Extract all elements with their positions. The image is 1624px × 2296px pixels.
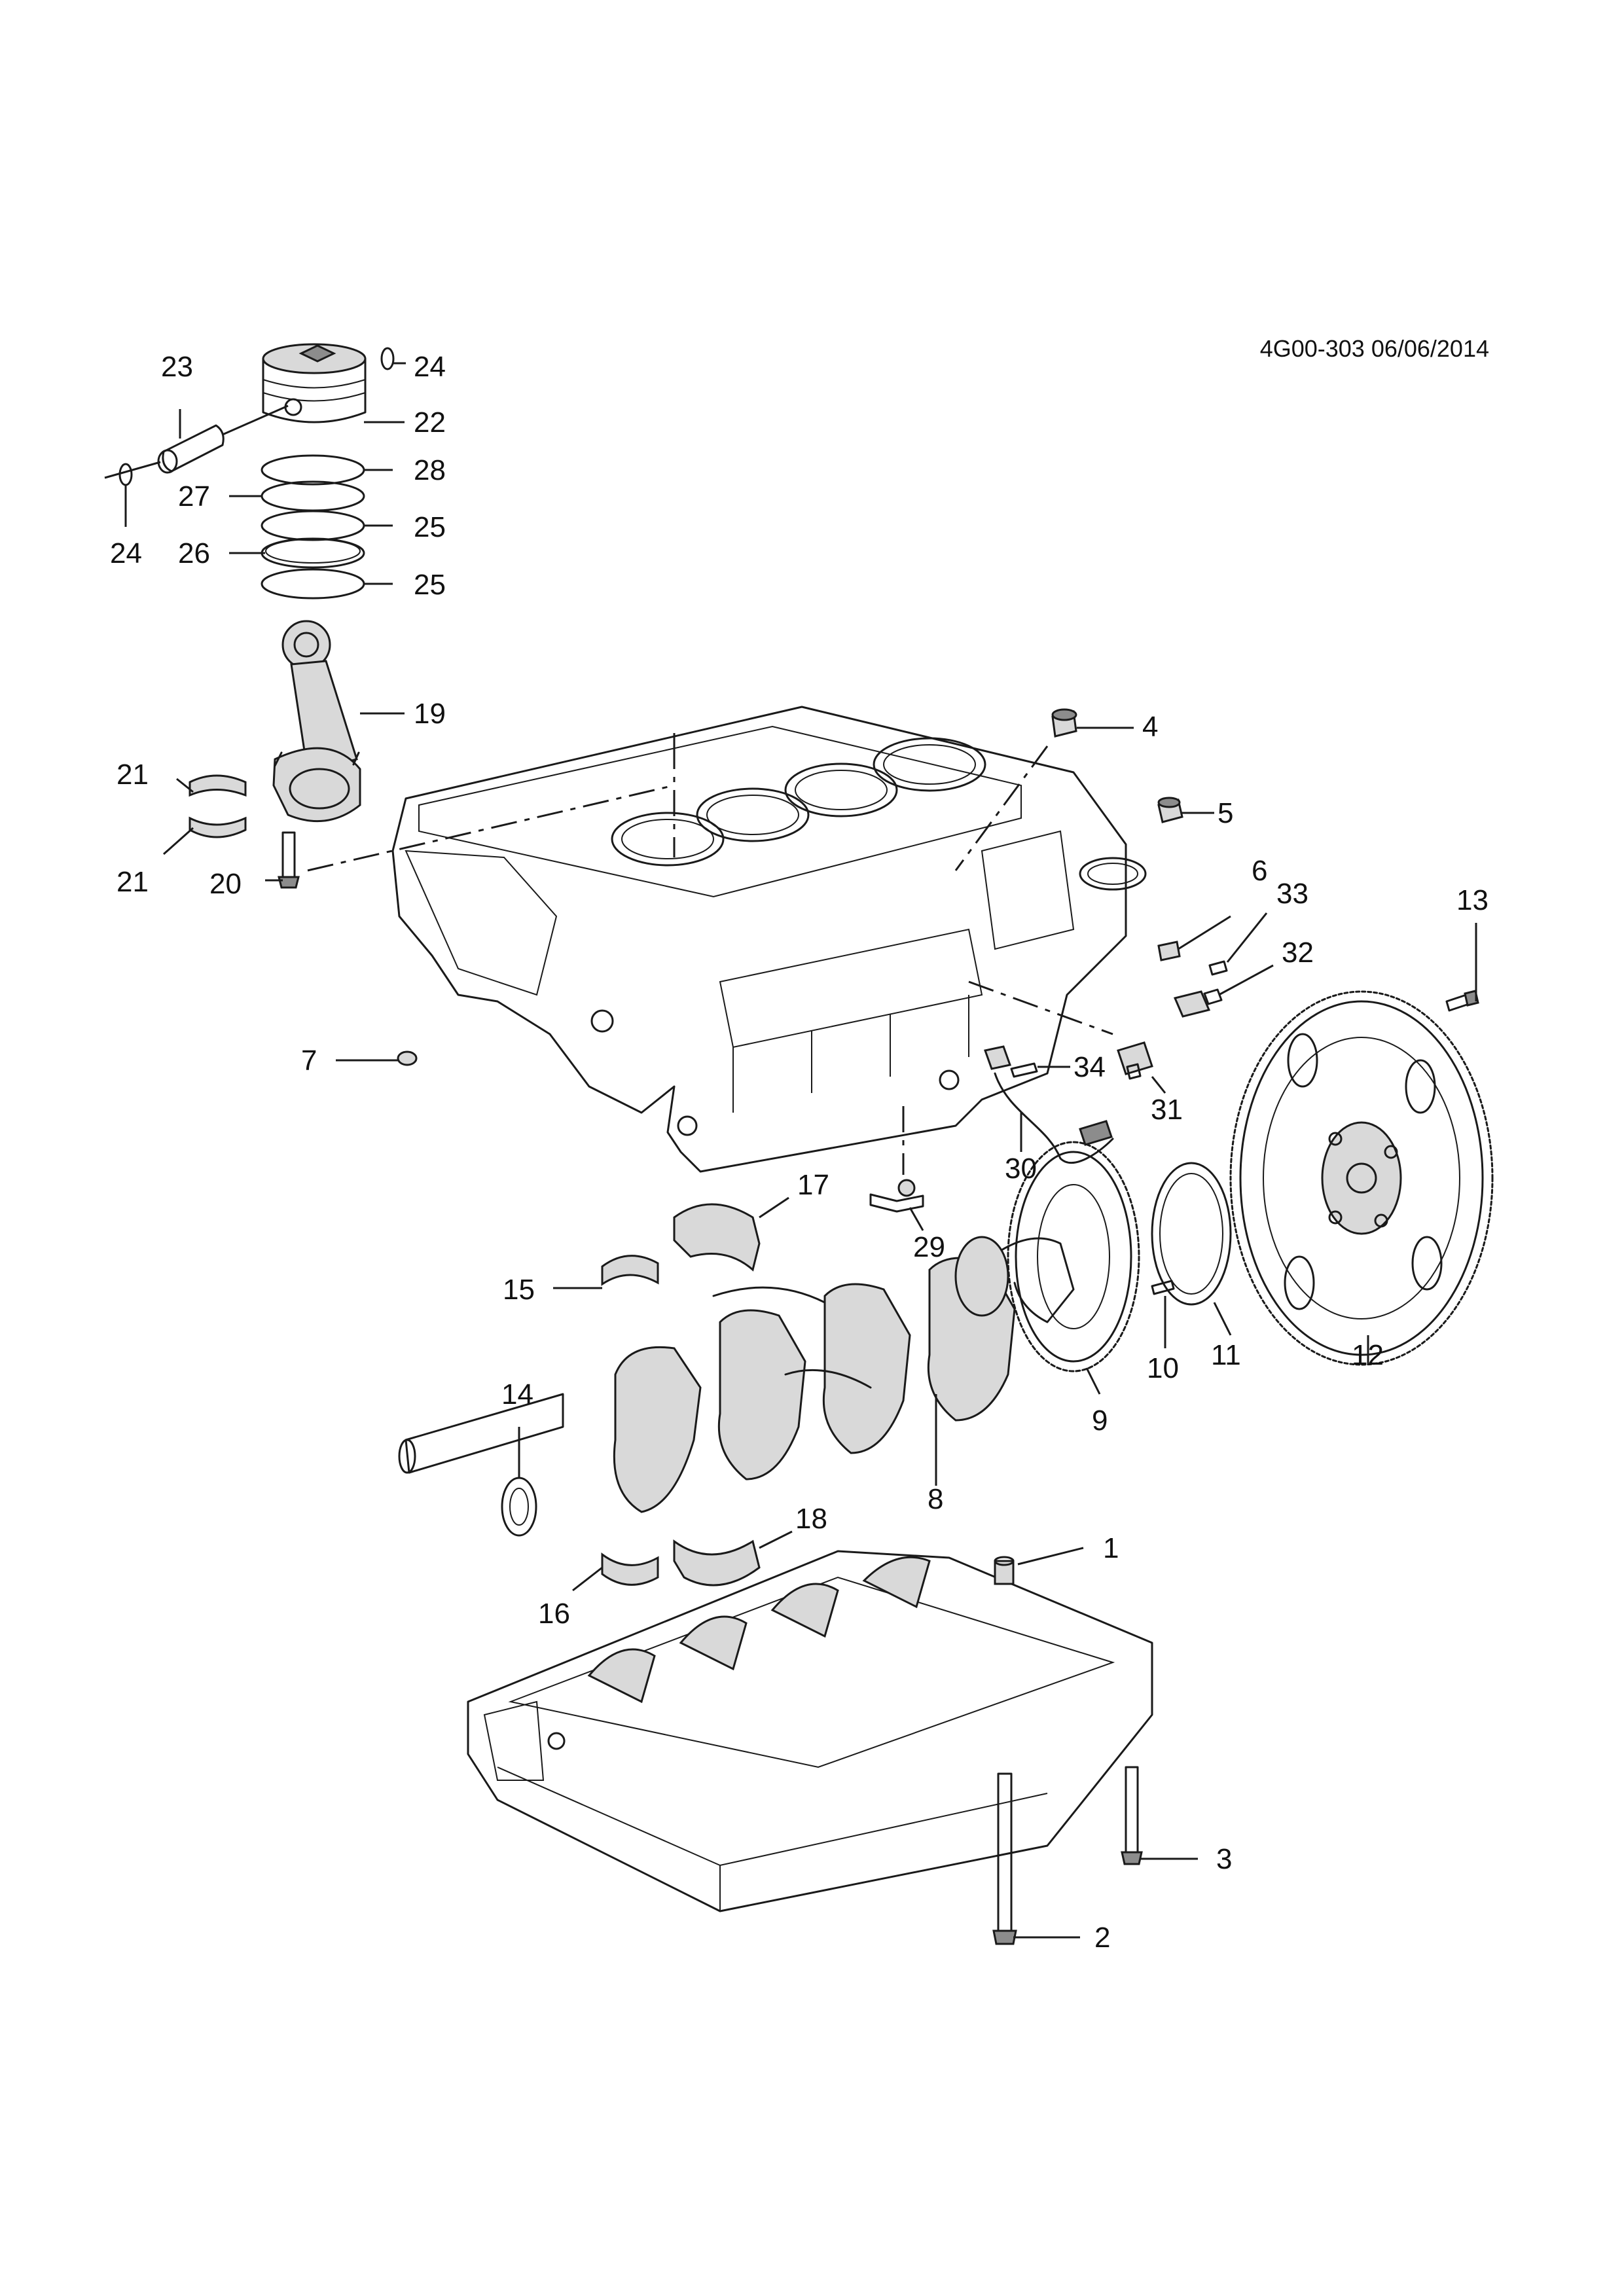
main-bearing-16 <box>601 1552 659 1586</box>
main-bearing-15 <box>601 1255 659 1286</box>
block-plug-7 <box>397 1050 418 1066</box>
callout-16: 16 <box>538 1598 570 1630</box>
callout-14: 14 <box>501 1378 533 1410</box>
main-bearing-18 <box>673 1539 761 1587</box>
reluctor-ring <box>1007 1141 1140 1372</box>
reluctor-ring-bolt <box>1151 1280 1175 1295</box>
callout-23: 23 <box>161 351 193 383</box>
callout-17: 17 <box>797 1169 829 1201</box>
connecting-rod-bearings <box>189 774 247 838</box>
main-bearing-17 <box>673 1203 761 1272</box>
connecting-rod <box>272 620 361 823</box>
piston-pin-clip-top <box>380 347 395 370</box>
crankshaft <box>398 1236 1075 1513</box>
flywheel-bolt <box>1445 990 1479 1012</box>
dowel-pin <box>994 1556 1015 1585</box>
sensor-bolt-33 <box>1208 960 1228 976</box>
callout-5: 5 <box>1218 797 1233 829</box>
callout-25-upper: 25 <box>414 511 446 543</box>
oil-jet <box>869 1179 924 1213</box>
callout-28: 28 <box>414 454 446 486</box>
callout-7: 7 <box>301 1045 317 1077</box>
dummy-cylinder-centerlines <box>307 733 1113 1175</box>
block-plug-6 <box>1157 941 1181 961</box>
callout-20: 20 <box>209 868 242 900</box>
lower-crankcase <box>467 1550 1153 1912</box>
callout-33: 33 <box>1276 878 1308 910</box>
sensor-bolt-34 <box>1010 1062 1038 1078</box>
flywheel <box>1229 990 1494 1366</box>
diagram-reference-code: 4G00-303 06/06/2014 <box>1260 335 1489 362</box>
callout-27: 27 <box>178 480 210 512</box>
callout-29: 29 <box>913 1231 945 1263</box>
oil-pressure-switch <box>1117 1041 1153 1080</box>
callout-24-upper: 24 <box>414 351 446 383</box>
leader-lines <box>124 362 1477 1939</box>
callout-4: 4 <box>1142 711 1158 743</box>
callout-19: 19 <box>414 698 446 730</box>
callout-21-upper: 21 <box>117 759 149 791</box>
crankshaft-front-seal <box>501 1477 537 1537</box>
cylinder-block <box>391 706 1147 1173</box>
callout-labels: 1 2 3 4 5 6 7 8 9 10 11 12 13 14 15 16 1… <box>110 351 1489 1954</box>
piston-pin <box>157 404 289 474</box>
callout-13: 13 <box>1456 884 1489 916</box>
callout-18: 18 <box>795 1503 827 1535</box>
crankcase-bolt-short <box>1121 1766 1143 1865</box>
callout-25-lower: 25 <box>414 569 446 601</box>
connecting-rod-bolt <box>278 831 300 889</box>
rear-main-seal <box>1151 1162 1232 1306</box>
callout-9: 9 <box>1092 1405 1108 1437</box>
callout-6: 6 <box>1252 855 1267 887</box>
callout-26: 26 <box>178 537 210 569</box>
callout-11: 11 <box>1211 1339 1241 1371</box>
callout-15: 15 <box>503 1274 535 1306</box>
callout-22: 22 <box>414 406 446 439</box>
callout-34: 34 <box>1074 1051 1106 1083</box>
callout-32: 32 <box>1282 937 1314 969</box>
callout-30: 30 <box>1005 1153 1037 1185</box>
knock-sensor <box>1173 988 1223 1018</box>
callout-31: 31 <box>1151 1094 1183 1126</box>
callout-24-lower: 24 <box>110 537 142 569</box>
callout-3: 3 <box>1216 1843 1232 1875</box>
block-plug-4 <box>1051 708 1077 738</box>
piston-rings <box>261 454 365 600</box>
callout-8: 8 <box>928 1483 943 1515</box>
callout-21-lower: 21 <box>117 866 149 898</box>
block-plug-5 <box>1157 797 1183 823</box>
piston-pin-clip-left <box>104 461 161 486</box>
callout-10: 10 <box>1147 1352 1179 1384</box>
callout-2: 2 <box>1094 1922 1110 1954</box>
callout-12: 12 <box>1352 1339 1384 1371</box>
crankcase-bolt-long <box>992 1772 1017 1945</box>
crankshaft-position-sensor <box>984 1045 1114 1164</box>
callout-1: 1 <box>1103 1532 1119 1564</box>
